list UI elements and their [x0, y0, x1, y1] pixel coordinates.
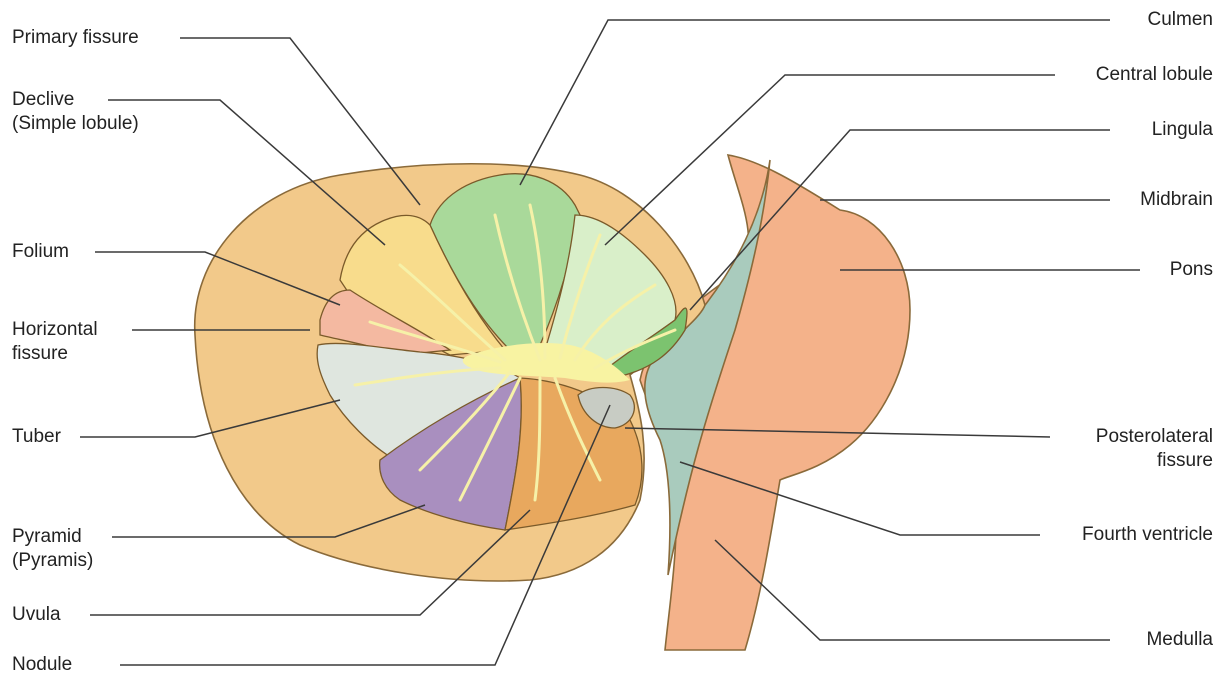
label-posterolateral-fissure-line2: fissure	[1096, 449, 1213, 473]
label-fourth-ventricle: Fourth ventricle	[1082, 523, 1213, 547]
label-pons: Pons	[1170, 258, 1213, 282]
label-declive: Declive (Simple lobule)	[12, 88, 139, 136]
label-pyramid-line1: Pyramid	[12, 525, 93, 549]
label-lingula: Lingula	[1152, 118, 1213, 142]
label-uvula-text: Uvula	[12, 603, 61, 627]
label-pons-text: Pons	[1170, 258, 1213, 282]
label-tuber: Tuber	[12, 425, 61, 449]
label-folium: Folium	[12, 240, 69, 264]
label-nodule-text: Nodule	[12, 653, 72, 677]
label-culmen-text: Culmen	[1148, 8, 1213, 32]
label-fourth-ventricle-text: Fourth ventricle	[1082, 523, 1213, 547]
label-primary-fissure: Primary fissure	[12, 26, 139, 50]
label-nodule: Nodule	[12, 653, 72, 677]
label-midbrain-text: Midbrain	[1140, 188, 1213, 212]
label-midbrain: Midbrain	[1140, 188, 1213, 212]
label-medulla-text: Medulla	[1146, 628, 1213, 652]
label-lingula-text: Lingula	[1152, 118, 1213, 142]
label-central-lobule-text: Central lobule	[1096, 63, 1213, 87]
label-medulla: Medulla	[1146, 628, 1213, 652]
label-culmen: Culmen	[1148, 8, 1213, 32]
label-folium-text: Folium	[12, 240, 69, 264]
label-primary-fissure-text: Primary fissure	[12, 26, 139, 50]
label-posterolateral-fissure-line1: Posterolateral	[1096, 425, 1213, 449]
label-horizontal-fissure-line2: fissure	[12, 342, 98, 366]
label-declive-line2: (Simple lobule)	[12, 112, 139, 136]
label-horizontal-fissure: Horizontal fissure	[12, 318, 98, 366]
label-central-lobule: Central lobule	[1096, 63, 1213, 87]
label-horizontal-fissure-line1: Horizontal	[12, 318, 98, 342]
label-declive-line1: Declive	[12, 88, 139, 112]
label-pyramid-line2: (Pyramis)	[12, 549, 93, 573]
label-tuber-text: Tuber	[12, 425, 61, 449]
label-pyramid: Pyramid (Pyramis)	[12, 525, 93, 573]
label-posterolateral-fissure: Posterolateral fissure	[1096, 425, 1213, 473]
label-uvula: Uvula	[12, 603, 61, 627]
